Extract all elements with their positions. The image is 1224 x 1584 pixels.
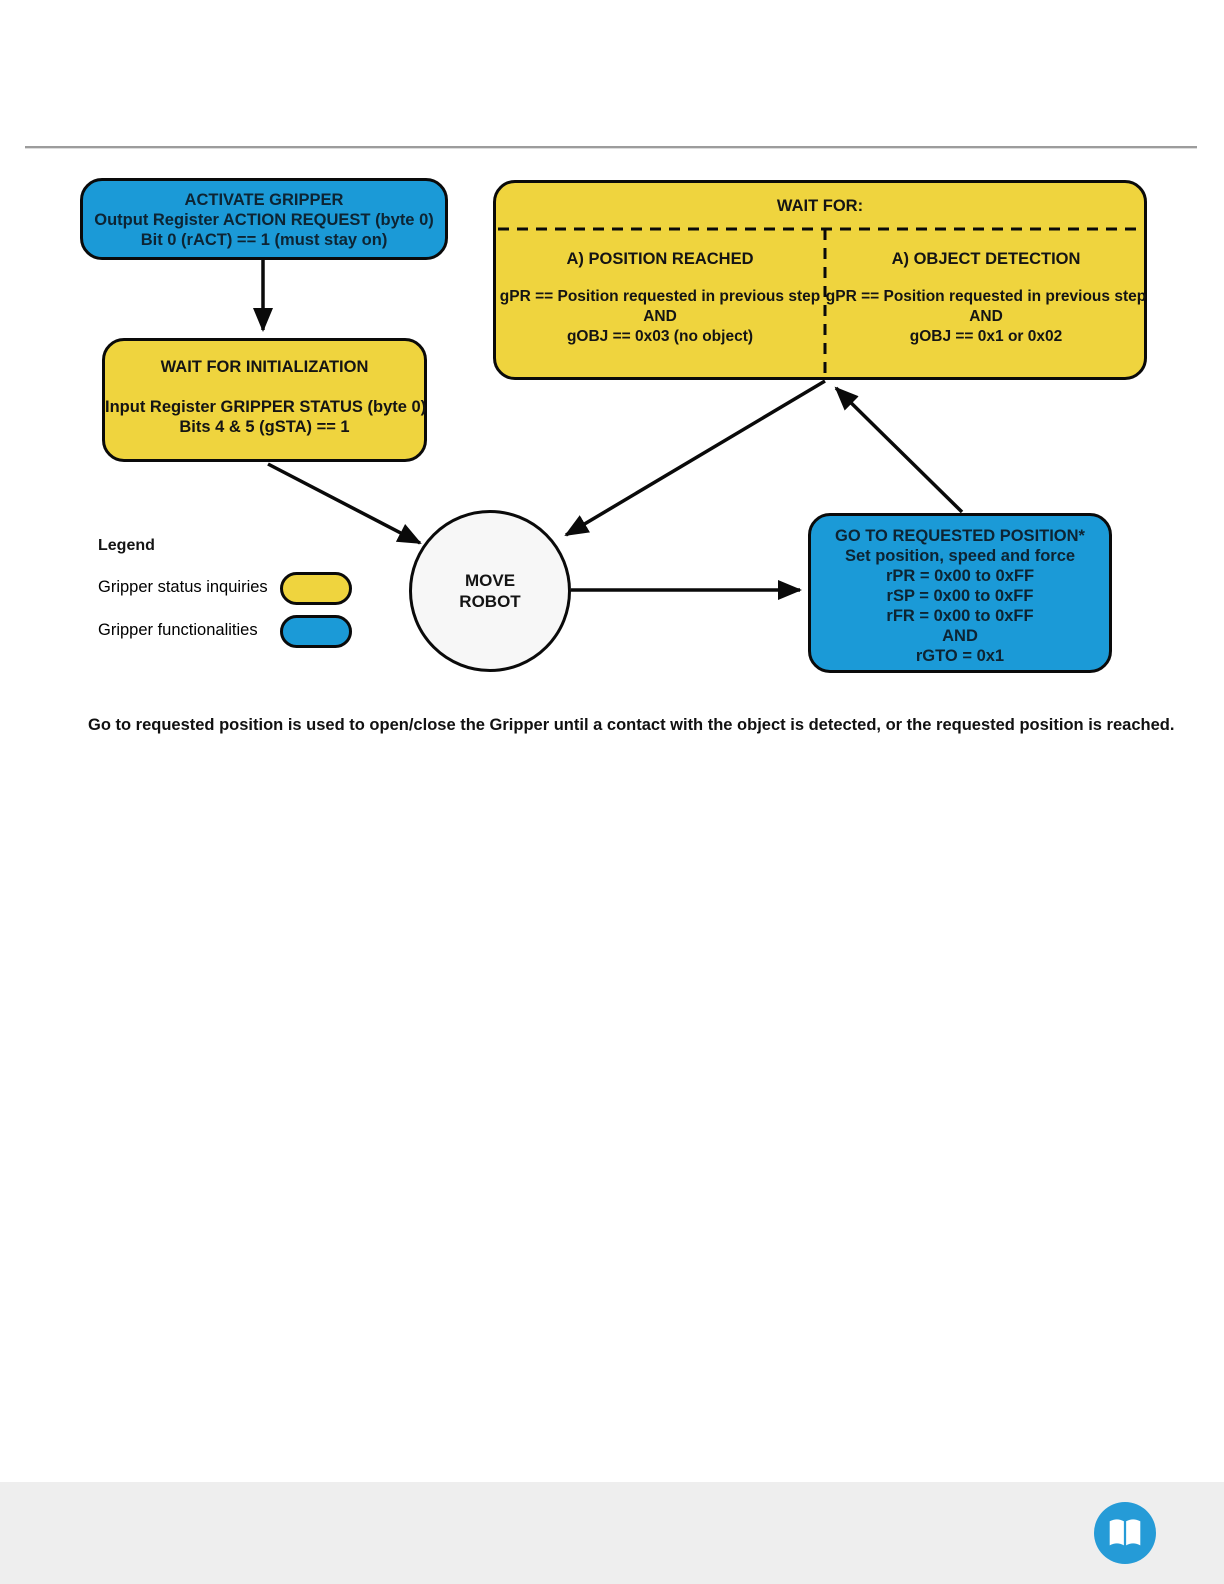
node-activate-gripper: ACTIVATE GRIPPER Output Register ACTION …	[80, 178, 448, 260]
condition-line: gPR == Position requested in previous st…	[499, 288, 821, 305]
node-line: Input Register GRIPPER STATUS (byte 0)	[105, 398, 427, 416]
spacer	[105, 377, 424, 397]
condition-line: gOBJ == 0x1 or 0x02	[909, 328, 1063, 345]
top-divider-rule	[25, 146, 1197, 148]
manual-help-button[interactable]	[1094, 1502, 1156, 1564]
column-conditions: gPR == Position requested in previous st…	[497, 287, 823, 347]
node-line: ROBOT	[459, 592, 521, 611]
node-line: rSP = 0x00 to 0xFF	[886, 587, 1034, 605]
node-title: ACTIVATE GRIPPER	[184, 191, 344, 209]
arrow-waitinit-to-moverobot	[267, 462, 422, 545]
node-title: WAIT FOR:	[776, 197, 864, 215]
node-line: rFR = 0x00 to 0xFF	[886, 607, 1034, 625]
legend: Legend	[98, 537, 155, 555]
node-line: Output Register ACTION REQUEST (byte 0)	[94, 211, 434, 229]
condition-line: AND	[643, 308, 677, 325]
legend-swatch-blue	[280, 615, 352, 648]
legend-title: Legend	[98, 537, 155, 554]
condition-line: AND	[969, 308, 1003, 325]
wait-for-position-reached-column: A) POSITION REACHED gPR == Position requ…	[497, 249, 823, 347]
node-wait-for-initialization: WAIT FOR INITIALIZATION Input Register G…	[102, 338, 427, 462]
node-line: Bits 4 & 5 (gSTA) == 1	[179, 418, 350, 436]
condition-line: gOBJ == 0x03 (no object)	[566, 328, 754, 345]
wait-for-object-detection-column: A) OBJECT DETECTION gPR == Position requ…	[823, 249, 1149, 347]
node-line: rGTO = 0x1	[915, 647, 1005, 665]
condition-line: gPR == Position requested in previous st…	[825, 288, 1147, 305]
node-title: WAIT FOR INITIALIZATION	[160, 358, 369, 376]
arrow-goto-to-waitfor	[834, 386, 964, 514]
column-title: A) POSITION REACHED	[566, 250, 754, 268]
legend-item-functionalities: Gripper functionalities	[98, 621, 258, 639]
node-move-robot: MOVE ROBOT	[409, 510, 571, 672]
node-line: rPR = 0x00 to 0xFF	[885, 567, 1035, 585]
node-line: AND	[942, 627, 978, 645]
node-title: GO TO REQUESTED POSITION*	[835, 527, 1085, 545]
node-wait-for: WAIT FOR: A) POSITION REACHED gPR == Pos…	[493, 180, 1147, 380]
legend-item-status-inquiries: Gripper status inquiries	[98, 578, 268, 596]
footer-band	[0, 1482, 1224, 1584]
column-title: A) OBJECT DETECTION	[891, 250, 1081, 268]
node-line: Bit 0 (rACT) == 1 (must stay on)	[140, 231, 388, 249]
node-line: Set position, speed and force	[844, 547, 1076, 565]
footnote-text: Go to requested position is used to open…	[88, 716, 1175, 734]
legend-swatch-yellow	[280, 572, 352, 605]
open-book-icon	[1109, 1519, 1141, 1546]
node-go-to-requested-position: GO TO REQUESTED POSITION* Set position, …	[808, 513, 1112, 673]
node-line: MOVE	[464, 571, 516, 590]
arrow-waitfor-to-moverobot	[564, 379, 826, 537]
column-conditions: gPR == Position requested in previous st…	[823, 287, 1149, 347]
